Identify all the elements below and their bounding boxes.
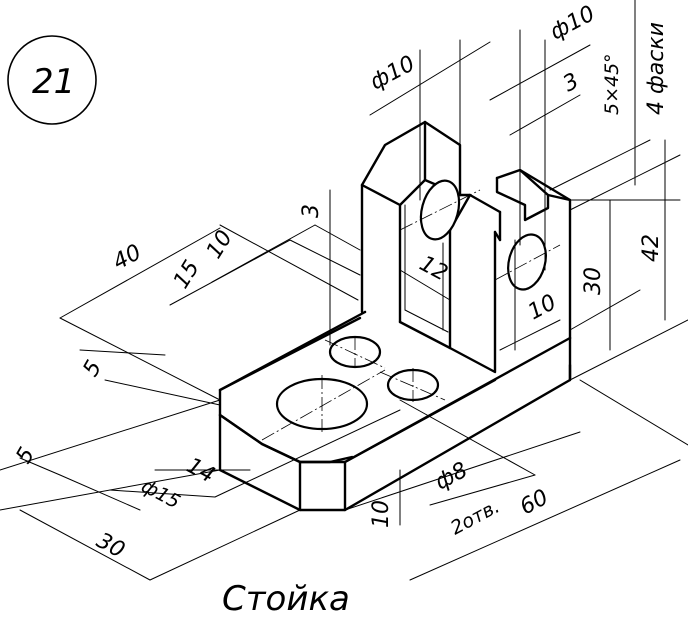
dim-40: 40 bbox=[109, 240, 145, 275]
dim-12: 12 bbox=[415, 251, 451, 286]
dim-phi8: ф8 bbox=[431, 458, 472, 495]
dim-14: 14 bbox=[182, 453, 218, 488]
base-plate bbox=[218, 310, 572, 512]
figure-number-badge: 21 bbox=[7, 35, 97, 125]
dim-30-right: 30 bbox=[581, 267, 606, 295]
dim-phi10-right: ф10 bbox=[546, 1, 599, 45]
base-holes bbox=[275, 335, 440, 431]
dim-42: 42 bbox=[639, 234, 664, 262]
upright-hole-right bbox=[507, 233, 547, 291]
center-lines bbox=[261, 189, 561, 441]
dim-3-left: 3 bbox=[299, 204, 324, 218]
drawing-title: Стойка bbox=[222, 579, 350, 619]
dim-60: 60 bbox=[516, 485, 552, 520]
dim-phi10-left: ф10 bbox=[366, 51, 419, 95]
dim-chamfer-count: 4 фаски bbox=[644, 22, 669, 115]
dim-10-slot: 10 bbox=[524, 290, 560, 325]
dim-3-right: 3 bbox=[559, 69, 583, 98]
dim-holes-count: 2отв. bbox=[447, 496, 503, 540]
dim-10-base: 10 bbox=[369, 500, 394, 528]
dim-30-bottom: 30 bbox=[92, 528, 128, 563]
dimension-lines bbox=[0, 0, 688, 581]
figure-number: 21 bbox=[32, 62, 75, 102]
dim-15: 15 bbox=[169, 256, 205, 293]
dim-phi15: ф15 bbox=[138, 475, 184, 513]
dim-5-left: 5 bbox=[79, 356, 108, 381]
dim-chamfer: 5×45° bbox=[601, 53, 623, 115]
